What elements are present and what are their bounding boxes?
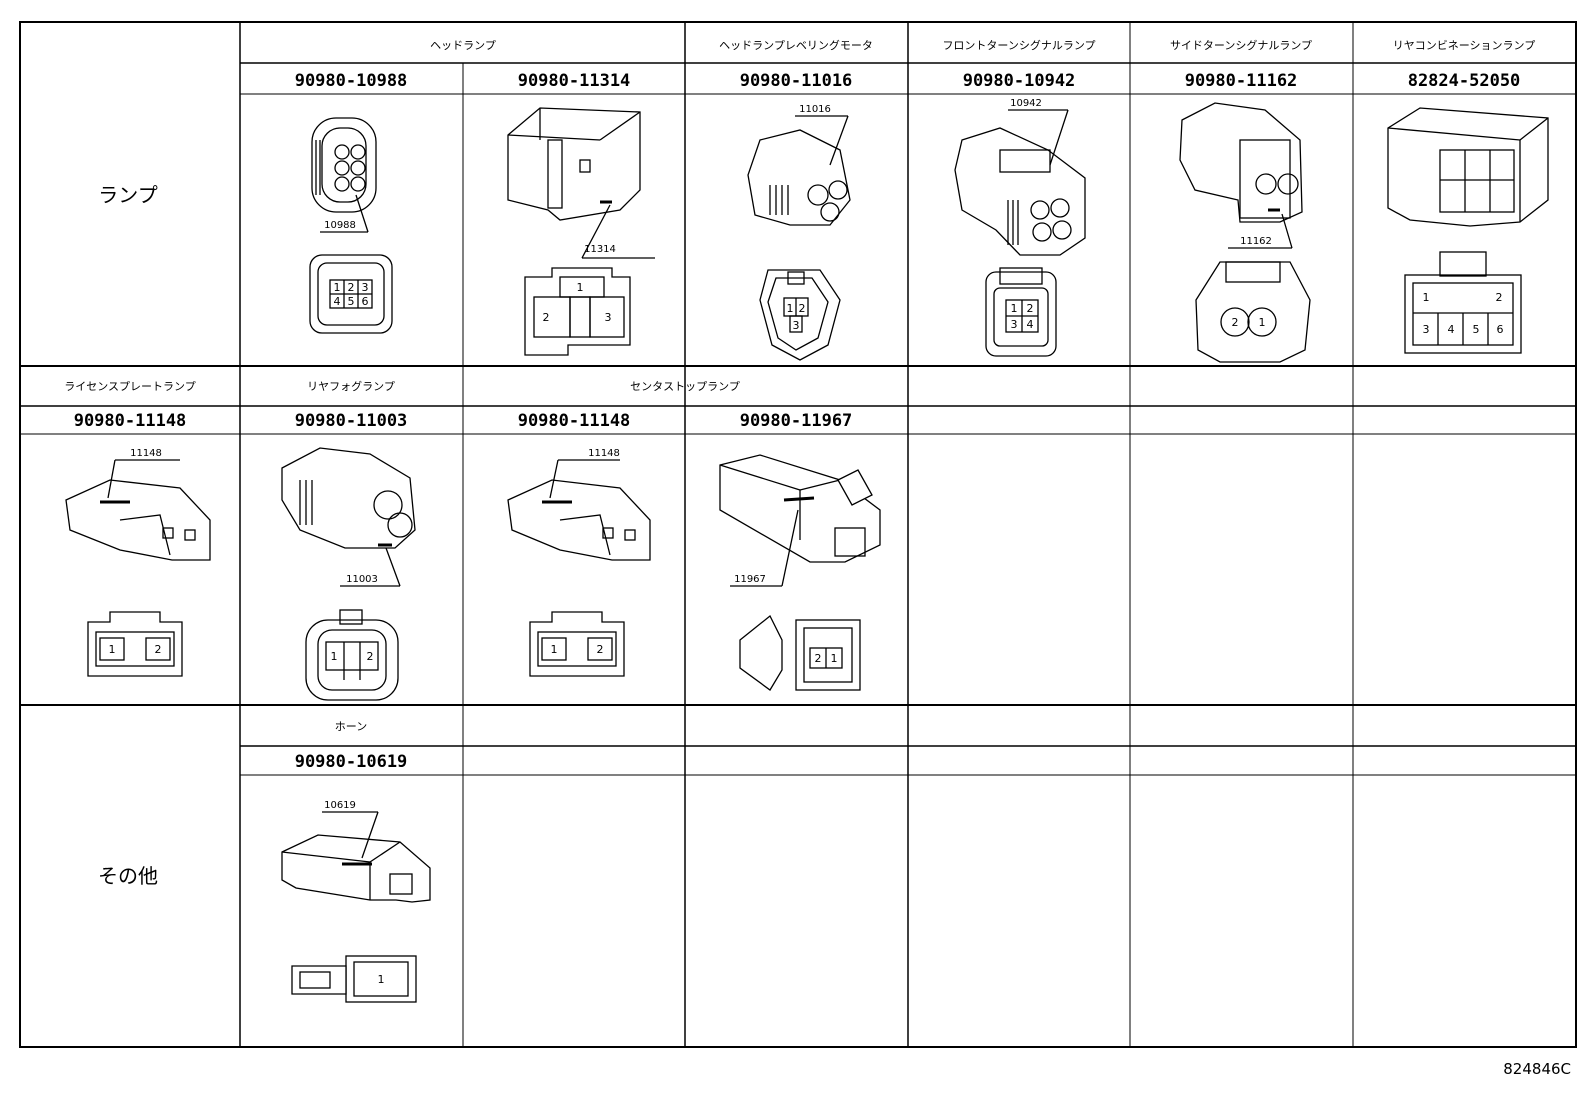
- header-side-turn: サイドターンシグナルランプ: [1170, 38, 1312, 52]
- connector-11016: [747, 115, 851, 361]
- pin-number: 2: [1496, 291, 1503, 304]
- part-number: 90980-11967: [740, 411, 853, 431]
- part-number: 90980-11148: [74, 411, 187, 431]
- pin-number: 1: [1011, 302, 1018, 315]
- part-number: 82824-52050: [1408, 71, 1521, 91]
- pin-number: 2: [348, 281, 355, 294]
- header-front-turn: フロントターンシグナルランプ: [942, 38, 1095, 52]
- pin-number: 1: [831, 652, 838, 665]
- callout-label: 11016: [799, 104, 831, 115]
- pin-number: 1: [109, 643, 116, 656]
- header-headlamp: ヘッドランプ: [430, 39, 496, 52]
- diagram-reference: 824846C: [1503, 1060, 1571, 1078]
- pin-number: 1: [1423, 291, 1430, 304]
- callout-label: 11162: [1240, 236, 1272, 247]
- connector-11967: [719, 454, 881, 691]
- callout-label: 11148: [588, 448, 620, 459]
- callout-label: 11314: [584, 244, 616, 255]
- part-number: 90980-11162: [1185, 71, 1298, 91]
- part-number: 90980-10988: [295, 71, 408, 91]
- header-license-plate: ライセンスプレートランプ: [64, 380, 195, 393]
- pin-number: 1: [577, 281, 584, 294]
- pin-number: 1: [331, 650, 338, 663]
- part-number: 90980-11003: [295, 411, 408, 431]
- pin-number: 2: [155, 643, 162, 656]
- connector-11314: [507, 107, 655, 356]
- pin-number: 4: [1448, 323, 1455, 336]
- header-horn: ホーン: [335, 720, 367, 733]
- pin-number: 5: [1473, 323, 1480, 336]
- connector-10942: [954, 109, 1086, 357]
- part-number: 90980-11314: [518, 71, 631, 91]
- header-center-stop: センタストップランプ: [630, 380, 740, 393]
- pin-number: 1: [334, 281, 341, 294]
- pin-number: 3: [1423, 323, 1430, 336]
- pin-number: 1: [551, 643, 558, 656]
- pin-number: 3: [1011, 318, 1018, 331]
- category-lamp: ランプ: [98, 183, 157, 207]
- callout-label: 10942: [1010, 98, 1042, 109]
- connector-11162: [1179, 102, 1311, 363]
- connector-52050: [1387, 107, 1549, 354]
- part-number: 90980-11016: [740, 71, 853, 91]
- callout-label: 10988: [324, 220, 356, 231]
- pin-number: 2: [799, 302, 806, 315]
- part-number: 90980-10619: [295, 752, 408, 772]
- header-rear-fog: リヤフォグランプ: [307, 379, 395, 393]
- pin-number: 3: [605, 311, 612, 324]
- callout-label: 11003: [346, 574, 378, 585]
- callout-label: 11148: [130, 448, 162, 459]
- pin-number: 1: [787, 302, 794, 315]
- pin-number: 4: [1027, 318, 1034, 331]
- connector-10619: [281, 811, 431, 1003]
- header-rear-combination: リヤコンビネーションランプ: [1393, 39, 1535, 52]
- part-number: 90980-10942: [963, 71, 1076, 91]
- pin-number: 2: [815, 652, 822, 665]
- table-grid: [19, 21, 1577, 1048]
- pin-number: 3: [362, 281, 369, 294]
- pin-number: 2: [543, 311, 550, 324]
- pin-number: 2: [1027, 302, 1034, 315]
- part-number: 90980-11148: [518, 411, 631, 431]
- pin-number: 5: [348, 295, 355, 308]
- callout-label: 10619: [324, 800, 356, 811]
- pin-number: 6: [362, 295, 369, 308]
- pin-number: 1: [1259, 316, 1266, 329]
- header-leveling-motor: ヘッドランプレベリングモータ: [719, 38, 873, 52]
- callout-label: 11967: [734, 574, 766, 585]
- pin-number: 2: [1232, 316, 1239, 329]
- pin-number: 2: [367, 650, 374, 663]
- connector-11148-license: [65, 459, 211, 677]
- connector-10988: [309, 117, 393, 334]
- pin-number: 4: [334, 295, 341, 308]
- category-other: その他: [98, 864, 158, 888]
- pin-number: 6: [1497, 323, 1504, 336]
- connector-11148-center-stop: [507, 459, 651, 677]
- connector-11003: [281, 447, 416, 701]
- pin-number: 1: [378, 973, 385, 986]
- pin-number: 2: [597, 643, 604, 656]
- pin-number: 3: [793, 319, 800, 332]
